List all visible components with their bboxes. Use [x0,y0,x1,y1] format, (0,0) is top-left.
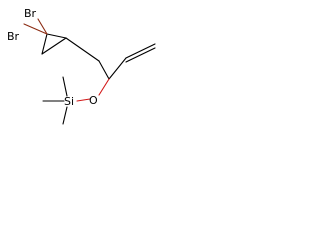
ring-bond-left [41,33,48,55]
bromine-label-left: Br [7,30,20,43]
chain-bond-3 [108,57,127,80]
silicon-label: Si [64,95,74,108]
ring-bond-bottom [41,37,67,55]
molecule-structure: Br Br Si O [7,7,156,125]
vinyl-bond-parallel [125,47,156,63]
oxygen-label: O [89,94,98,107]
structure-canvas: Br Br Si O [0,0,165,145]
bromine-label-top: Br [24,7,37,20]
silicon-methyl-bottom [62,106,68,125]
oxygen-silicon-bond [76,98,91,102]
bromo-bond-top [37,18,48,35]
vinyl-bond-main [125,43,156,59]
silicon-methyl-top [62,76,68,97]
bromo-bond-left [23,23,48,35]
ring-bond-top [46,33,67,39]
chain-bond-1 [65,37,100,62]
chain-bond-2 [98,60,110,80]
carbon-oxygen-bond [98,78,110,96]
